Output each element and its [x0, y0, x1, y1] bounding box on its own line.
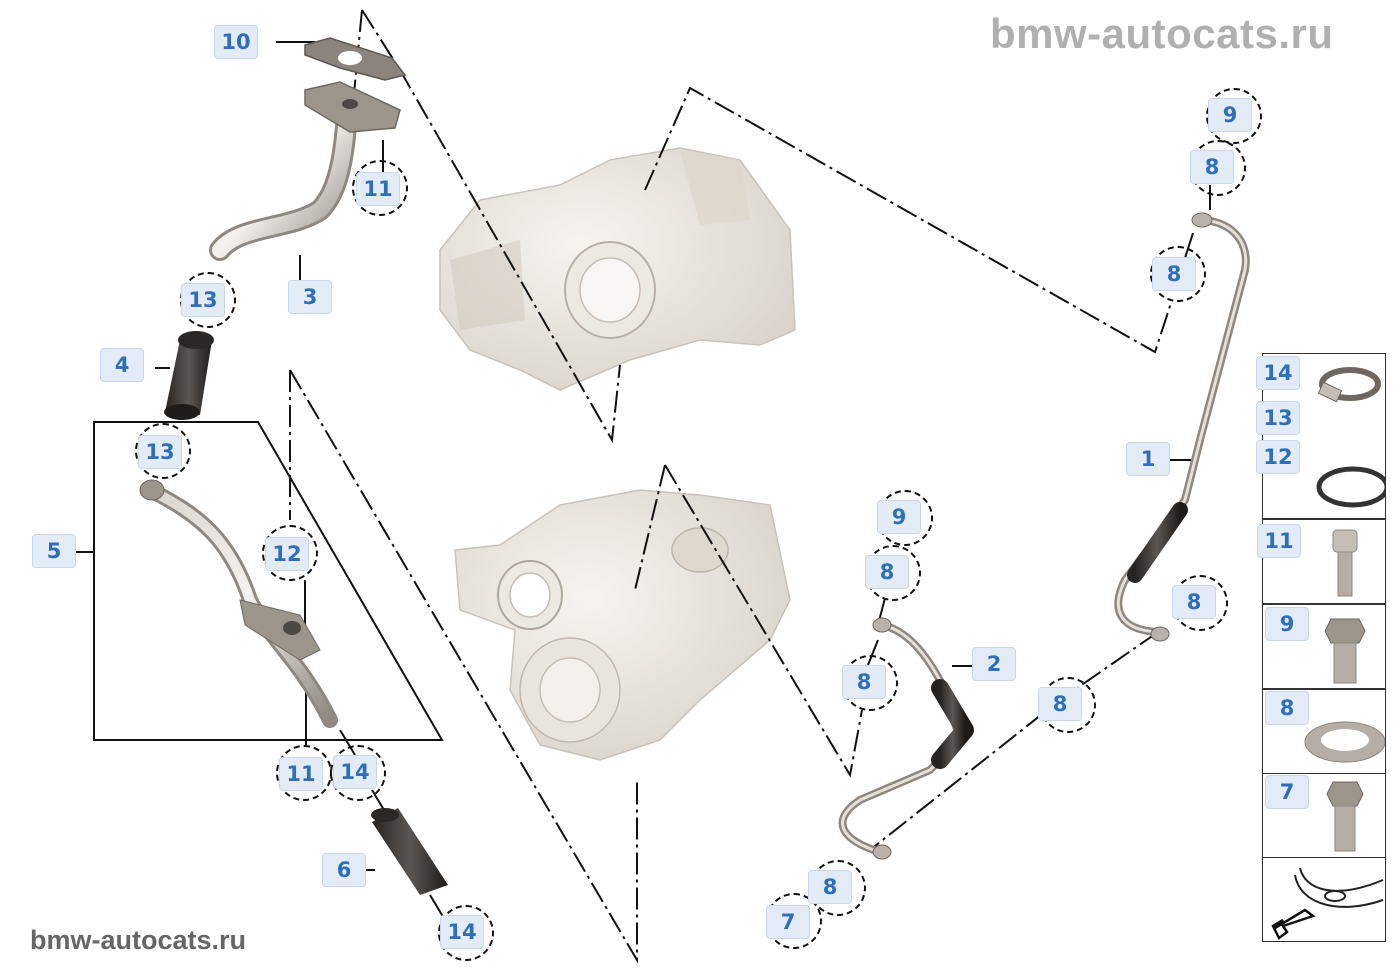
- vehicle-orientation-icon: [1271, 867, 1384, 940]
- gasket-10: [304, 37, 407, 81]
- washer-icon: [1304, 721, 1385, 763]
- turbocharger-lower: [454, 489, 791, 761]
- callout-8[interactable]: 8: [865, 555, 909, 589]
- hose-clamp-icon: [1317, 367, 1381, 403]
- callout-14[interactable]: 14: [440, 915, 484, 949]
- screw-icon: [1332, 529, 1358, 597]
- pipe-5: [139, 479, 338, 728]
- callout-8[interactable]: 8: [1190, 150, 1234, 184]
- banjo-bolt-icon: [1324, 618, 1366, 684]
- callout-8[interactable]: 8: [842, 665, 886, 699]
- legend-label-13[interactable]: 13: [1256, 401, 1300, 435]
- callout-ring: [352, 160, 408, 216]
- legend-label-11[interactable]: 11: [1257, 524, 1301, 558]
- callout-8[interactable]: 8: [1172, 585, 1216, 619]
- legend-label-12[interactable]: 12: [1256, 440, 1300, 474]
- callout-12[interactable]: 12: [265, 537, 309, 571]
- callout-9[interactable]: 9: [877, 500, 921, 534]
- callout-11[interactable]: 11: [279, 757, 323, 791]
- callout-8[interactable]: 8: [1038, 687, 1082, 721]
- legend-label-7[interactable]: 7: [1265, 775, 1309, 809]
- callout-ring: [135, 423, 191, 479]
- callout-6[interactable]: 6: [322, 853, 366, 887]
- callout-ring: [1150, 246, 1206, 302]
- callout-1[interactable]: 1: [1126, 442, 1170, 476]
- leader-lines: [75, 9, 1211, 964]
- sealing-ring-icon: [1316, 466, 1385, 508]
- callout-4[interactable]: 4: [100, 348, 144, 382]
- legend-label-9[interactable]: 9: [1265, 607, 1309, 641]
- callout-13[interactable]: 13: [138, 435, 182, 469]
- callout-7[interactable]: 7: [766, 905, 810, 939]
- callout-11[interactable]: 11: [356, 172, 400, 206]
- callout-ring: [438, 905, 494, 961]
- banjo-bolt-icon: [1326, 781, 1364, 852]
- callout-14[interactable]: 14: [333, 755, 377, 789]
- callout-10[interactable]: 10: [214, 25, 258, 59]
- watermark-bottom: bmw-autocats.ru: [30, 925, 247, 955]
- callout-ring: [330, 745, 386, 801]
- pipe-3: [209, 81, 401, 261]
- hose-4: [164, 331, 214, 420]
- callout-8[interactable]: 8: [1152, 257, 1196, 291]
- legend-cell-orientation: [1262, 857, 1386, 942]
- hose-6: [371, 808, 448, 895]
- legend-cell-washer: [1262, 689, 1386, 774]
- callout-ring: [1206, 88, 1262, 144]
- watermark-top: bmw-autocats.ru: [990, 10, 1334, 57]
- callout-ring: [262, 525, 318, 581]
- turbocharger-upper: [439, 147, 796, 391]
- callout-13[interactable]: 13: [181, 283, 225, 317]
- callout-2[interactable]: 2: [972, 647, 1016, 681]
- oil-line-2: [838, 617, 974, 860]
- callout-8[interactable]: 8: [808, 870, 852, 904]
- legend-label-8[interactable]: 8: [1265, 691, 1309, 725]
- callout-3[interactable]: 3: [288, 280, 332, 314]
- legend-label-14[interactable]: 14: [1256, 356, 1300, 390]
- callout-5[interactable]: 5: [32, 534, 76, 568]
- oil-line-1: [1114, 212, 1250, 642]
- callout-9[interactable]: 9: [1208, 98, 1252, 132]
